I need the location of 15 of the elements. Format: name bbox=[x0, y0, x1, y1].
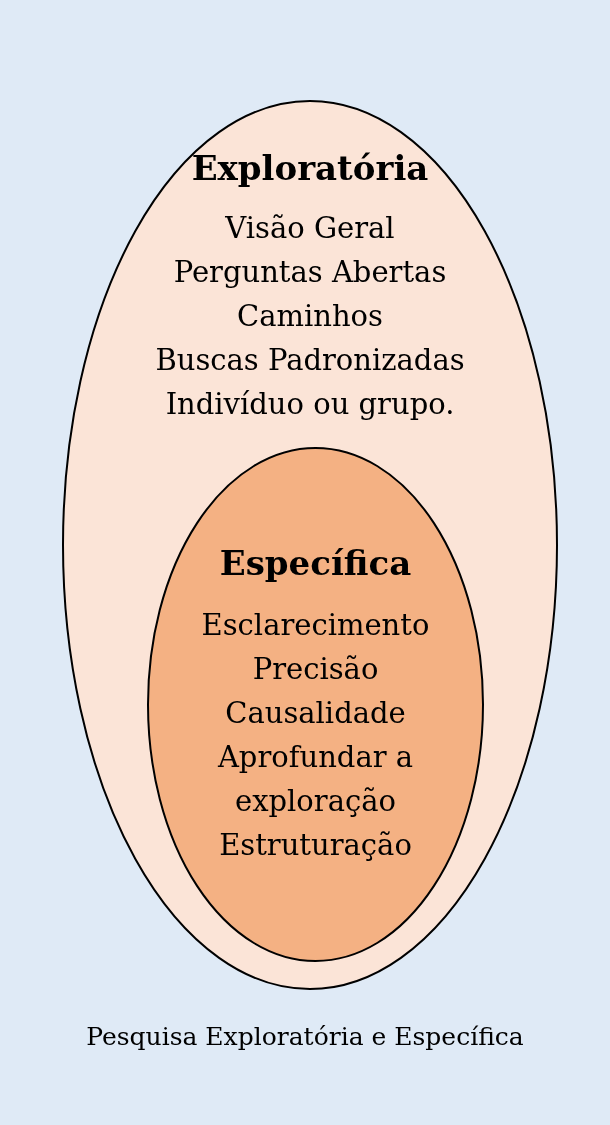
list-item: Buscas Padronizadas bbox=[155, 342, 465, 379]
list-item: Precisão bbox=[252, 651, 379, 688]
list-item: Perguntas Abertas bbox=[173, 254, 447, 291]
outer-ellipse bbox=[62, 100, 558, 990]
caption: Pesquisa Exploratória e Específica bbox=[86, 1022, 524, 1051]
list-item: Caminhos bbox=[237, 298, 383, 335]
list-item: Estruturação bbox=[219, 827, 412, 864]
list-item: Indivíduo ou grupo. bbox=[165, 386, 455, 423]
list-item: Aprofundar a exploração bbox=[216, 739, 415, 820]
heading: Específica bbox=[219, 543, 412, 583]
list-item: Esclarecimento bbox=[201, 607, 430, 644]
heading: Exploratória bbox=[191, 148, 429, 188]
list-item: Causalidade bbox=[225, 695, 406, 732]
inner-ellipse bbox=[147, 447, 484, 962]
list-item: Visão Geral bbox=[225, 210, 395, 247]
